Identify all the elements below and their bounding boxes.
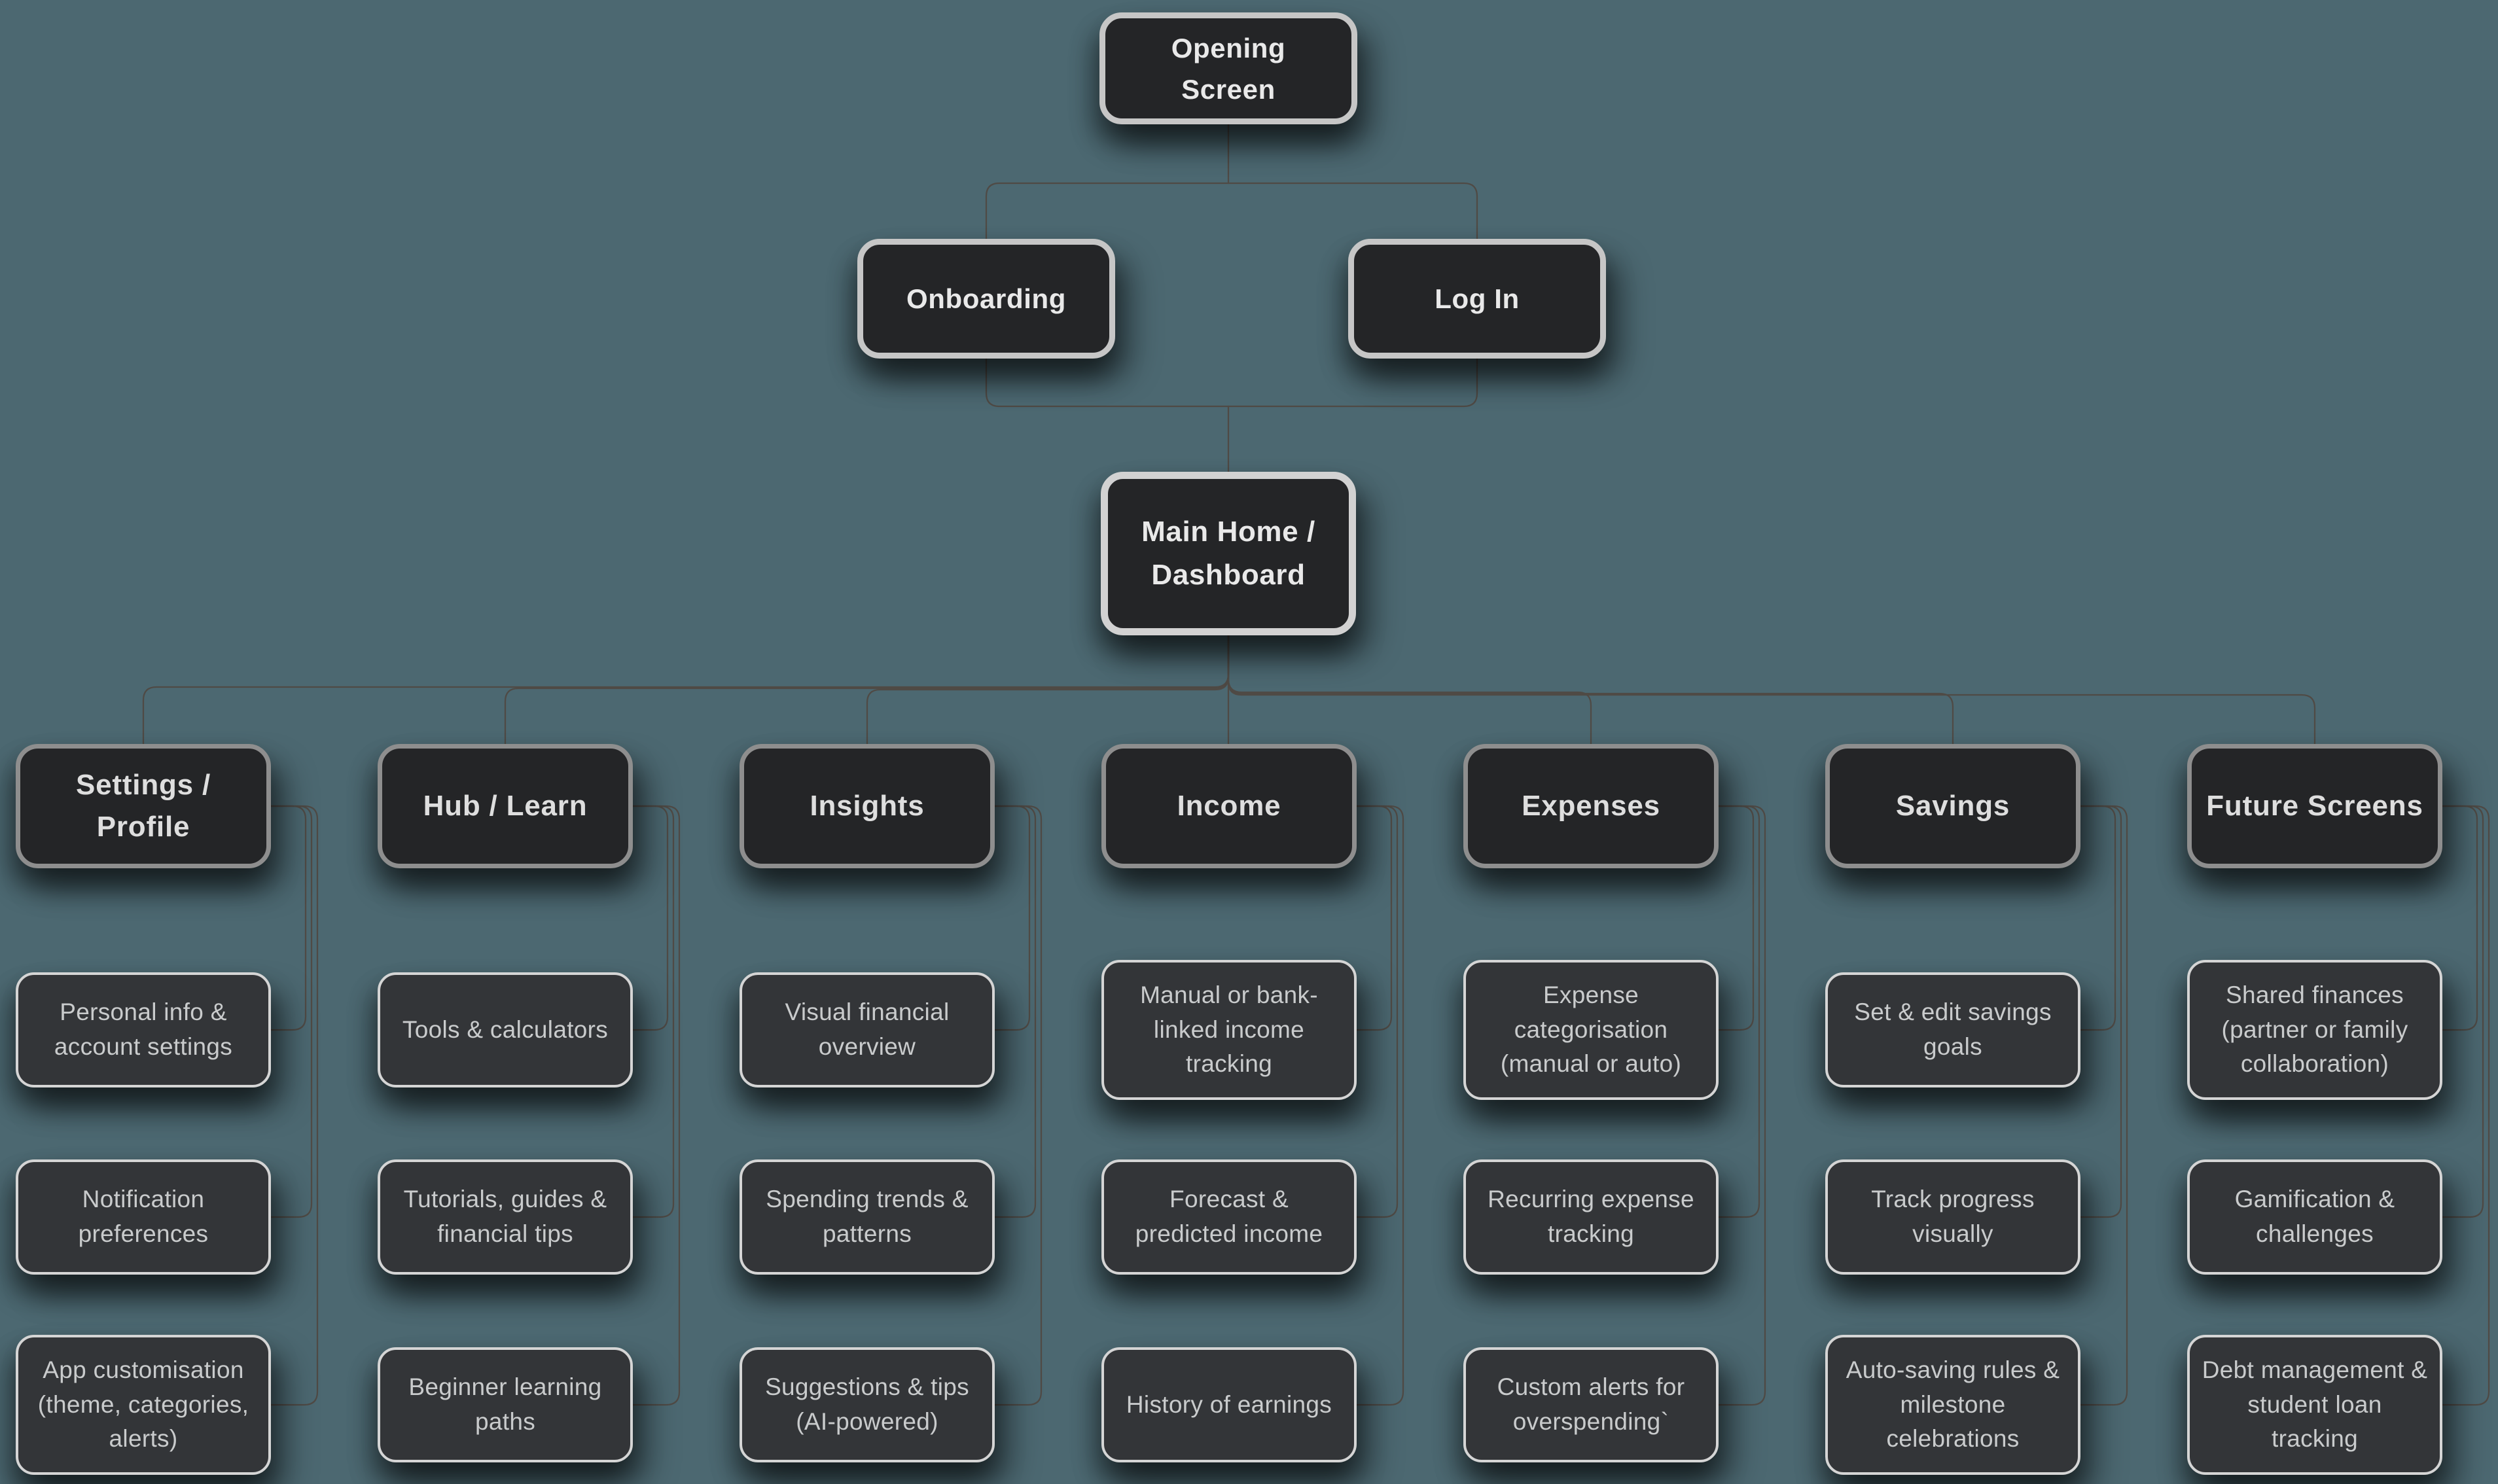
node-label: Settings / Profile [75,769,211,843]
node-onboarding[interactable]: Onboarding [857,239,1115,359]
node-history-of-earnings[interactable]: History of earnings [1101,1347,1357,1462]
connector [985,357,1230,408]
node-label: Custom alerts for overspending` [1497,1373,1685,1435]
node-app-customisation-theme-categories-alert[interactable]: App customisation (theme, categories, al… [16,1335,271,1475]
connector [2079,805,2128,1406]
node-label: Visual financial overview [785,998,950,1060]
node-label: Beginner learning paths [408,1373,602,1435]
node-debt-management-student-loan-tracking[interactable]: Debt management & student loan tracking [2187,1335,2442,1475]
connector [1227,182,1478,240]
node-main-home-dashboard[interactable]: Main Home / Dashboard [1101,472,1356,635]
node-label: Log In [1435,283,1520,314]
node-label: Opening Screen [1171,32,1286,105]
node-label: Suggestions & tips (AI-powered) [765,1373,969,1435]
connector [2441,805,2478,1031]
node-label: Personal info & account settings [54,998,233,1060]
node-set-edit-savings-goals[interactable]: Set & edit savings goals [1825,972,2080,1087]
node-notification-preferences[interactable]: Notification preferences [16,1159,271,1275]
node-opening-screen[interactable]: Opening Screen [1099,12,1357,124]
node-label: Insights [810,790,925,822]
node-tools-calculators[interactable]: Tools & calculators [378,972,633,1087]
node-label: Hub / Learn [423,790,588,822]
connector [993,805,1031,1031]
node-label: Spending trends & patterns [766,1186,969,1247]
node-insights[interactable]: Insights [740,744,995,868]
node-expenses[interactable]: Expenses [1463,744,1719,868]
node-settings-profile[interactable]: Settings / Profile [16,744,271,868]
connector [1717,805,1755,1031]
node-label: Set & edit savings goals [1854,998,2052,1060]
connector [270,805,319,1406]
connector [2079,805,2116,1031]
connector [1717,805,1766,1406]
node-expense-categorisation-manual-or-auto[interactable]: Expense categorisation (manual or auto) [1463,960,1719,1100]
node-label: Future Screens [2206,790,2423,822]
node-label: Main Home / Dashboard [1141,516,1315,591]
connector [866,634,1230,745]
node-track-progress-visually[interactable]: Track progress visually [1825,1159,2080,1275]
node-income[interactable]: Income [1101,744,1357,868]
node-custom-alerts-for-overspending[interactable]: Custom alerts for overspending` [1463,1347,1719,1462]
connector [2441,805,2490,1406]
node-visual-financial-overview[interactable]: Visual financial overview [740,972,995,1087]
node-savings[interactable]: Savings [1825,744,2080,868]
connector [632,805,681,1406]
node-label: Expenses [1522,790,1660,822]
connector [270,805,307,1031]
node-label: Auto-saving rules & milestone celebratio… [1846,1356,2060,1453]
connector [1227,357,1478,408]
node-log-in[interactable]: Log In [1348,239,1606,359]
connector [985,182,1230,240]
node-personal-info-account-settings[interactable]: Personal info & account settings [16,972,271,1087]
node-label: Savings [1895,790,2010,822]
node-label: Notification preferences [78,1186,209,1247]
node-label: Track progress visually [1871,1186,2035,1247]
node-label: Tutorials, guides & financial tips [403,1186,607,1247]
node-manual-or-bank-linked-income-tracking[interactable]: Manual or bank- linked income tracking [1101,960,1357,1100]
node-suggestions-tips-ai-powered[interactable]: Suggestions & tips (AI-powered) [740,1347,995,1462]
node-auto-saving-rules-milestone-celebrations[interactable]: Auto-saving rules & milestone celebratio… [1825,1335,2080,1475]
node-future-screens[interactable]: Future Screens [2187,744,2442,868]
node-label: Manual or bank- linked income tracking [1140,981,1318,1078]
node-label: Expense categorisation (manual or auto) [1500,981,1682,1078]
node-label: Income [1177,790,1281,822]
node-beginner-learning-paths[interactable]: Beginner learning paths [378,1347,633,1462]
connector [1355,805,1393,1031]
node-label: Onboarding [906,283,1066,314]
connector [993,805,1043,1406]
connector [1227,634,2316,745]
node-tutorials-guides-financial-tips[interactable]: Tutorials, guides & financial tips [378,1159,633,1275]
node-label: History of earnings [1126,1390,1332,1418]
connector [1227,634,1592,745]
node-label: Debt management & student loan tracking [2202,1356,2428,1453]
node-label: Tools & calculators [402,1016,609,1043]
node-recurring-expense-tracking[interactable]: Recurring expense tracking [1463,1159,1719,1275]
node-shared-finances-partner-or-family-collab[interactable]: Shared finances (partner or family colla… [2187,960,2442,1100]
node-hub-learn[interactable]: Hub / Learn [378,744,633,868]
node-label: Shared finances (partner or family colla… [2221,981,2408,1078]
connector [1355,805,1404,1406]
node-spending-trends-patterns[interactable]: Spending trends & patterns [740,1159,995,1275]
node-forecast-predicted-income[interactable]: Forecast & predicted income [1101,1159,1357,1275]
node-label: Forecast & predicted income [1135,1186,1323,1247]
connector [632,805,669,1031]
node-label: Gamification & challenges [2234,1186,2395,1247]
node-gamification-challenges[interactable]: Gamification & challenges [2187,1159,2442,1275]
node-label: Recurring expense tracking [1488,1186,1694,1247]
node-label: App customisation (theme, categories, al… [37,1356,249,1453]
